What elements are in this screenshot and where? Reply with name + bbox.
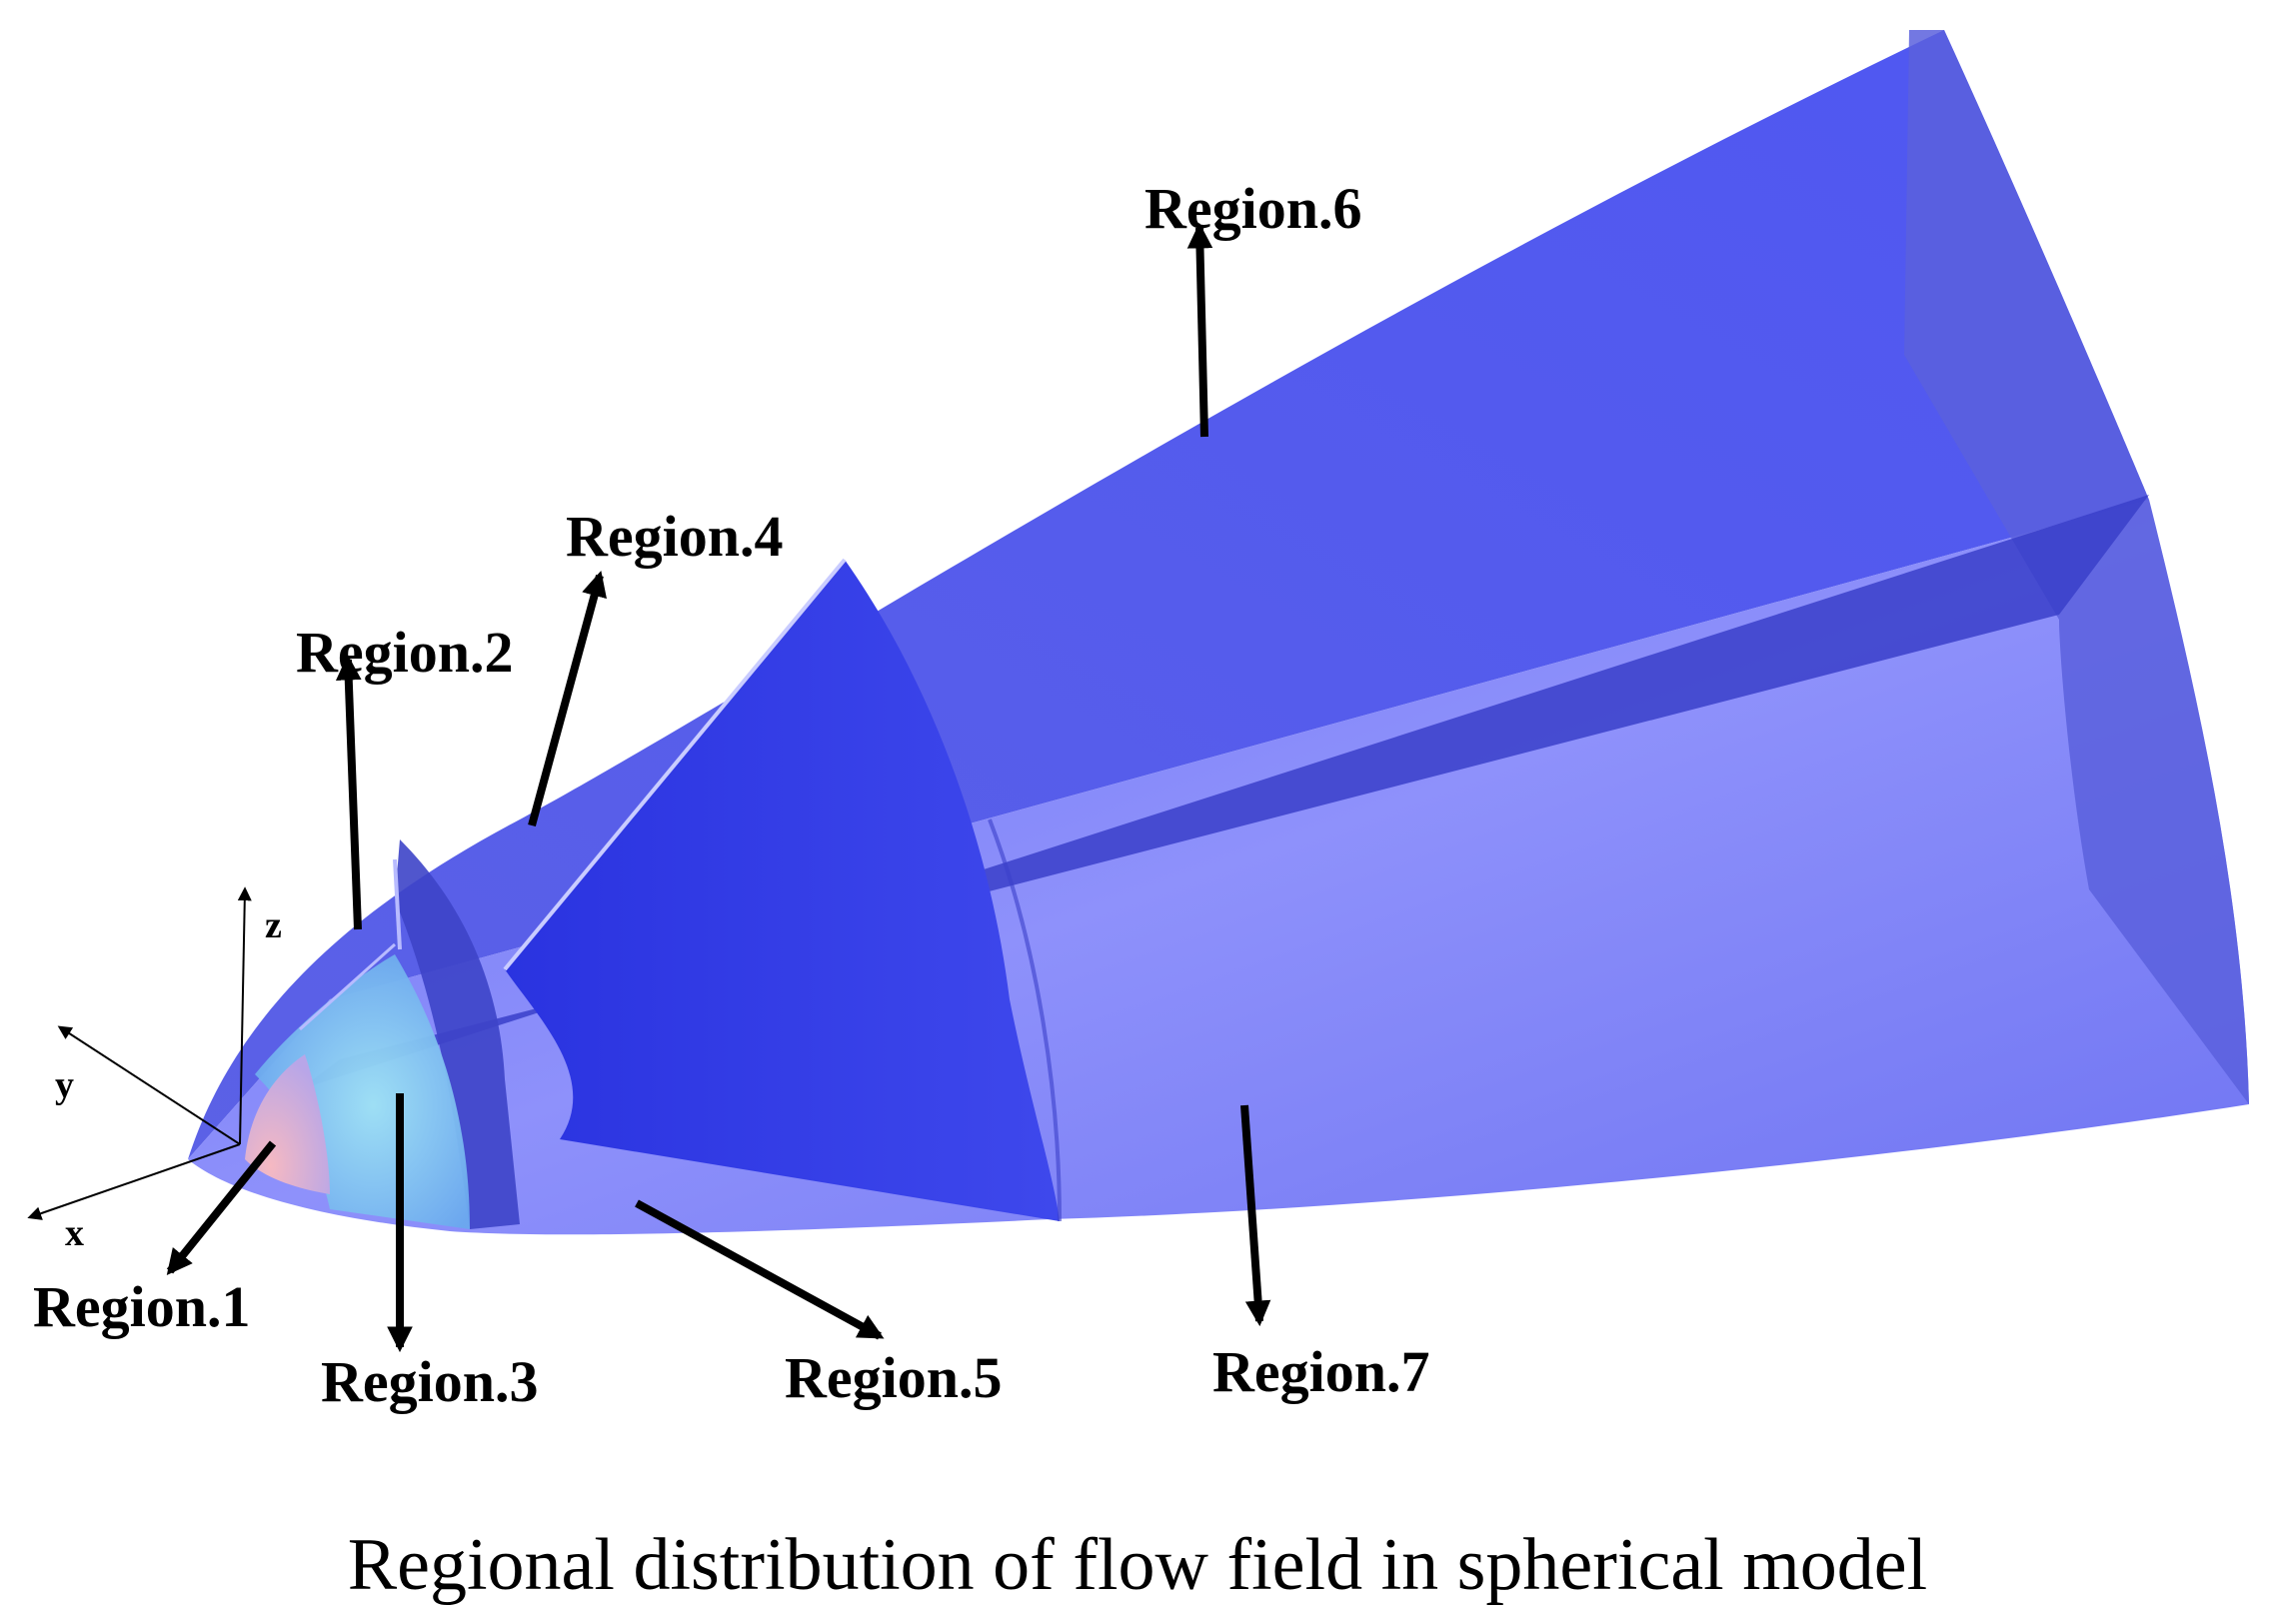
arrow-region-4 [528, 571, 607, 827]
label-region-2: Region.2 [296, 620, 514, 685]
label-region-1: Region.1 [33, 1274, 251, 1339]
axis-z-label: z [265, 904, 282, 946]
region-divider [988, 818, 1062, 1222]
inner-core [245, 1054, 330, 1194]
axis-y-label: y [55, 1064, 74, 1106]
upper-seam-1 [393, 858, 402, 950]
label-region-6: Region.6 [1144, 176, 1362, 241]
arrow-region-1 [166, 1140, 277, 1275]
label-region-5: Region.5 [785, 1345, 1003, 1410]
shell-ring [395, 839, 520, 1229]
label-region-3: Region.3 [321, 1349, 539, 1414]
cone-region [505, 560, 1060, 1221]
arrow-region-7 [1240, 1104, 1271, 1327]
axis-x-label: x [65, 1212, 84, 1254]
arrow-region-5 [635, 1199, 885, 1340]
label-region-4: Region.4 [566, 504, 784, 569]
arrow-region-6 [1186, 222, 1213, 438]
coordinate-axes: z y x [27, 886, 282, 1254]
cone-edge [503, 558, 847, 971]
arrow-region-2 [335, 654, 362, 930]
figure-caption: Regional distribution of flow field in s… [348, 1524, 1927, 1606]
pointer-arrows [166, 222, 1271, 1353]
label-region-7: Region.7 [1212, 1339, 1430, 1404]
upper-seam-2 [298, 942, 397, 1031]
